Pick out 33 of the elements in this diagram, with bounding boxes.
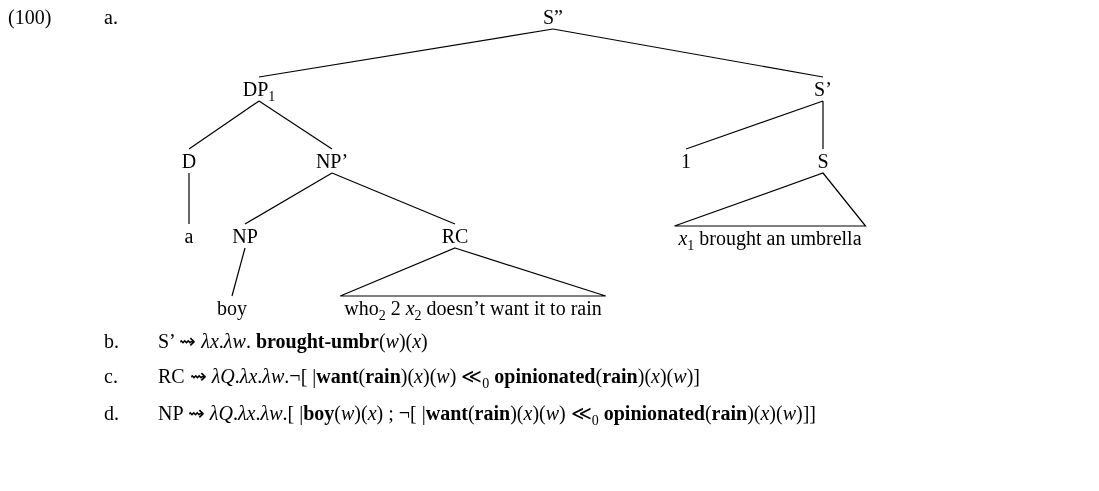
tree-branch	[244, 172, 333, 225]
item-letter: c.	[104, 365, 118, 387]
terminal-phrase: who$_{2}$ 2 x$_{2}$ doesn’t want it to rain	[344, 297, 602, 319]
terminal-phrase: x$_{1}$ brought an umbrella	[678, 227, 862, 249]
tree-node-label: a	[184, 225, 194, 247]
tree-node-label: D	[181, 150, 197, 172]
tree-branch	[552, 28, 824, 78]
example-number: (100)	[8, 6, 52, 28]
formula: RC ⇝ λQ.λx.λw.¬[ |want(rain)(x)(w) ≪$_{0}$ opinionated(rain)(x)(w)]	[158, 365, 700, 387]
tree-node-label: S”	[543, 6, 563, 28]
tree-branch	[258, 28, 554, 78]
tree-node-label: S	[817, 150, 829, 172]
tree-branch	[685, 100, 824, 150]
tree-triangle	[339, 247, 607, 297]
tree-node-label: RC	[441, 225, 469, 247]
tree-branch	[822, 100, 824, 150]
formula: NP ⇝ λQ.λx.λw.[ |boy(w)(x) ; ¬[ |want(rain)(x)(w) ≪$_{0}$ opinionated(rain)(x)(w)]]	[158, 402, 816, 424]
tree-node-label: boy	[217, 297, 247, 319]
tree-triangle	[673, 172, 867, 227]
tree-branch	[188, 100, 260, 150]
tree-branch	[231, 247, 246, 297]
item-letter: b.	[104, 330, 119, 352]
tree-node-label: NP’	[315, 150, 349, 172]
item-letter: a.	[104, 6, 118, 28]
formula: S’ ⇝ λx.λw. brought-umbr(w)(x)	[158, 330, 428, 352]
tree-node-label: DP$_{1}$	[242, 78, 276, 100]
tree-node-label: NP	[232, 225, 258, 247]
tree-node-label: S’	[814, 78, 832, 100]
item-letter: d.	[104, 402, 119, 424]
tree-branch	[331, 172, 456, 225]
tree-branch	[258, 100, 333, 150]
tree-branch	[188, 172, 190, 225]
tree-node-label: 1	[681, 150, 691, 172]
